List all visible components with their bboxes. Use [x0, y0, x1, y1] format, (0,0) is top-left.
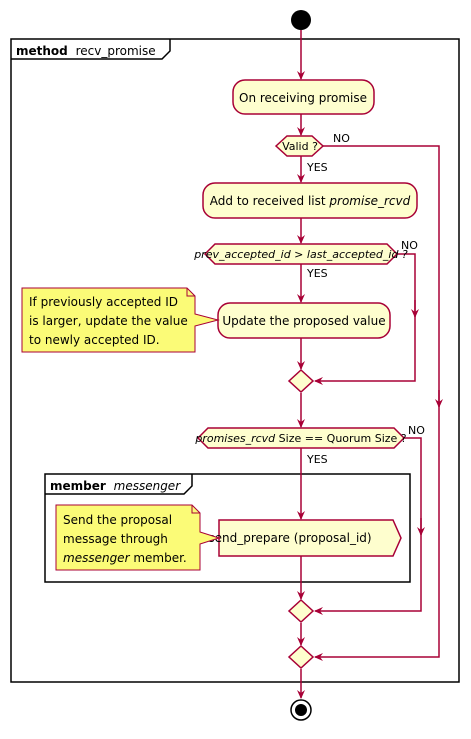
decision-quorum-rest: Size == Quorum Size ? [275, 432, 407, 445]
activity-add-label: Add to received list promise_rcvd [210, 194, 411, 208]
note-update: If previously accepted ID is larger, upd… [21, 287, 220, 353]
activity-receive: On receiving promise [232, 79, 375, 115]
note-send-line-1: Send the proposal [63, 513, 172, 527]
flow-edges [297, 30, 443, 699]
decision-prev-op: > [291, 248, 307, 261]
decision-prev-left: prev_accepted_id [193, 248, 291, 261]
decision-quorum: promises_rcvd Size == Quorum Size ? [194, 427, 407, 449]
note-send-line-2: message through [63, 532, 168, 546]
note-update-line-2: is larger, update the value [29, 314, 188, 328]
activity-add-prefix: Add to received list [210, 194, 330, 208]
member-name: messenger [114, 479, 182, 493]
method-frame: method recv_promise [10, 38, 460, 683]
note-send-line-3-rest: member. [130, 551, 187, 565]
activity-receive-label: On receiving promise [239, 91, 367, 105]
note-send: Send the proposal message through messen… [55, 504, 221, 571]
merge-diamond-1 [287, 368, 315, 394]
note-update-line-3: to newly accepted ID. [29, 333, 160, 347]
decision-prev-suffix: ? [398, 248, 407, 261]
member-frame: member messenger [44, 473, 411, 583]
quorum-yes-label: YES [306, 453, 328, 466]
activity-send: send_prepare (proposal_id) [208, 519, 402, 557]
decision-valid: Valid ? [274, 135, 325, 157]
end-node [290, 699, 312, 721]
activity-add-var: promise_rcvd [328, 194, 410, 208]
start-node [291, 10, 311, 30]
activity-add: Add to received list promise_rcvd [202, 182, 418, 219]
decision-prev-label: prev_accepted_id > last_accepted_id ? [193, 248, 408, 261]
decision-prev: prev_accepted_id > last_accepted_id ? [193, 243, 408, 265]
activity-send-label: send_prepare (proposal_id) [208, 531, 371, 545]
activity-update-label: Update the proposed value [222, 314, 385, 328]
note-send-line-3-var: messenger [63, 551, 131, 565]
note-send-text: Send the proposal message through messen… [63, 513, 187, 565]
merge-diamond-2 [287, 598, 315, 624]
decision-quorum-label: promises_rcvd Size == Quorum Size ? [194, 432, 406, 445]
decision-valid-label: Valid ? [282, 140, 318, 153]
svg-text:member messenger: member messenger [50, 479, 181, 493]
merge-diamond-3 [287, 644, 315, 670]
decision-prev-right: last_accepted_id [307, 248, 400, 261]
activity-update: Update the proposed value [217, 302, 391, 339]
svg-text:method recv_promise: method recv_promise [16, 44, 156, 58]
prev-yes-label: YES [306, 267, 328, 280]
note-update-line-1: If previously accepted ID [29, 295, 178, 309]
valid-yes-label: YES [306, 161, 328, 174]
method-keyword: method [16, 44, 68, 58]
note-update-text: If previously accepted ID is larger, upd… [29, 295, 192, 347]
valid-no-label: NO [333, 132, 350, 145]
member-keyword: member [50, 479, 106, 493]
quorum-no-label: NO [408, 424, 425, 437]
method-name: recv_promise [76, 44, 156, 58]
decision-quorum-var: promises_rcvd [194, 432, 276, 445]
prev-no-label: NO [401, 239, 418, 252]
